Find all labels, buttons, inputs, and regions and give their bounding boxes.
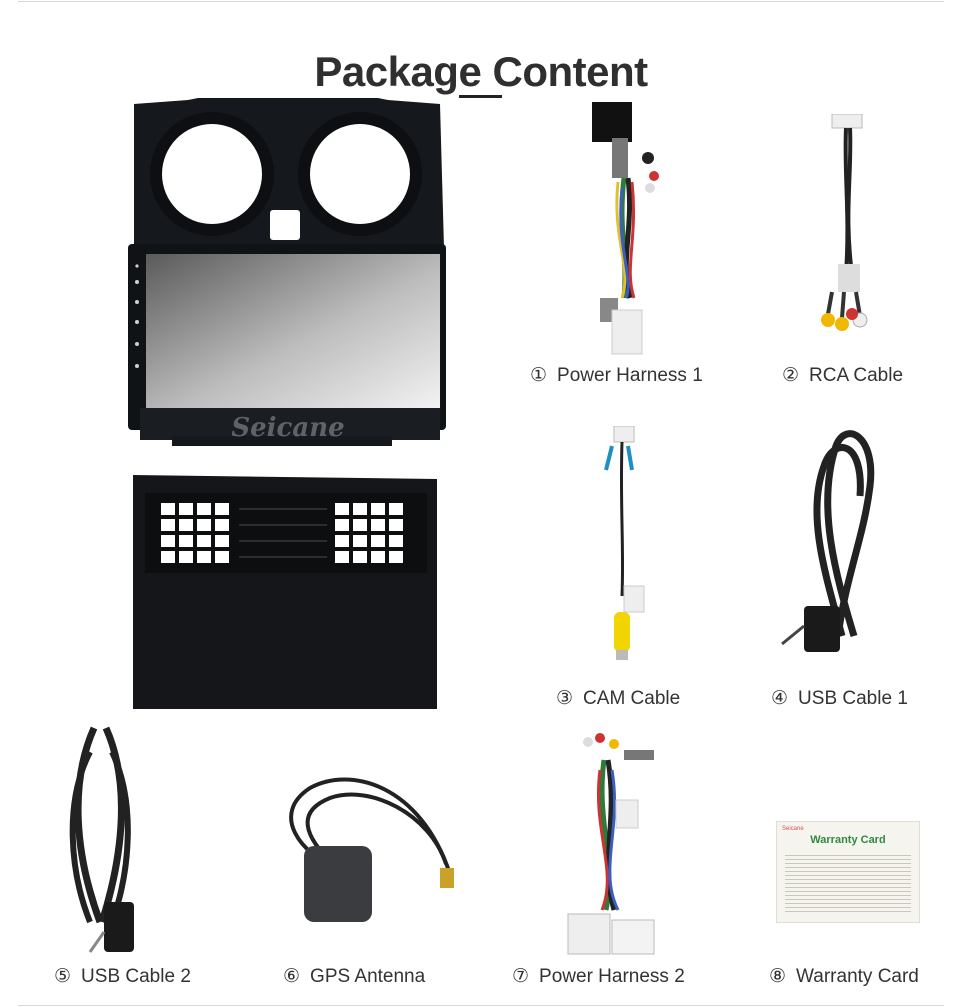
dash-panel-image — [131, 473, 439, 710]
title-underline — [459, 95, 502, 98]
rca-cable-image — [816, 114, 880, 342]
head-unit-image: Seicane — [128, 98, 450, 450]
bottom-divider — [18, 1005, 944, 1006]
warranty-card-image: Seicane Warranty Card — [776, 821, 920, 923]
power-harness-2-image — [566, 730, 662, 958]
usb-cable-1-image — [776, 426, 886, 662]
cam-cable-image — [598, 426, 654, 666]
warranty-card-fine-print — [785, 852, 911, 914]
seicane-watermark: Seicane — [231, 413, 344, 443]
page-title: Package Content — [314, 48, 648, 96]
warranty-card-brand: Seicane — [782, 826, 804, 832]
power-harness-1-image — [588, 98, 668, 358]
gps-antenna-image — [270, 774, 470, 926]
top-divider — [18, 1, 944, 2]
warranty-card-title: Warranty Card — [810, 834, 886, 846]
usb-cable-2-image — [60, 722, 150, 960]
